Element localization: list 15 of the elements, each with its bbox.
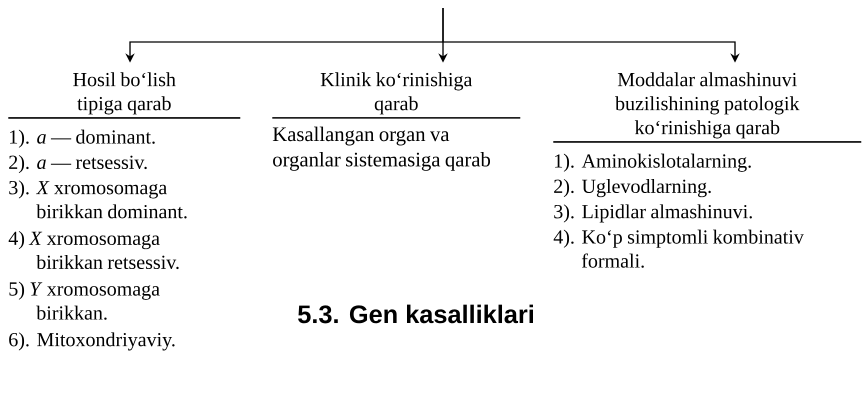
- list-item: 5) Y xromosomaga birikkan.: [9, 282, 160, 320]
- list-item: 3). Lipidlar almashinuvi.: [554, 204, 752, 222]
- list-item: 4). Ko‘p simptomli kombinativ formali.: [554, 230, 804, 268]
- body-text: Kasallangan organ va organlar sistemasiga qarab: [272, 126, 490, 171]
- list-item: 1). Aminokislotalarning.: [555, 154, 751, 172]
- section-heading: 5.3. Gen kasalliklari: [298, 304, 533, 324]
- list-item: 2). a — retsessiv.: [9, 155, 147, 174]
- list-item: 3). X xromosomaga birikkan dominant.: [9, 180, 187, 218]
- list-item: 1). a — dominant.: [10, 130, 155, 148]
- list-item: 4) X xromosomaga birikkan retsessiv.: [8, 230, 179, 270]
- list-item: 6). Mitoxondriyaviy.: [9, 332, 175, 350]
- column-heading: Klinik ko‘rinishiga qarab: [320, 72, 472, 114]
- column-heading: Moddalar almashinuvi buzilishining patologik ko‘rinishiga qarab: [615, 72, 800, 138]
- column-heading: Hosil bo‘lish tipiga qarab: [73, 72, 176, 114]
- list-item: 2). Uglevodlarning.: [554, 179, 711, 198]
